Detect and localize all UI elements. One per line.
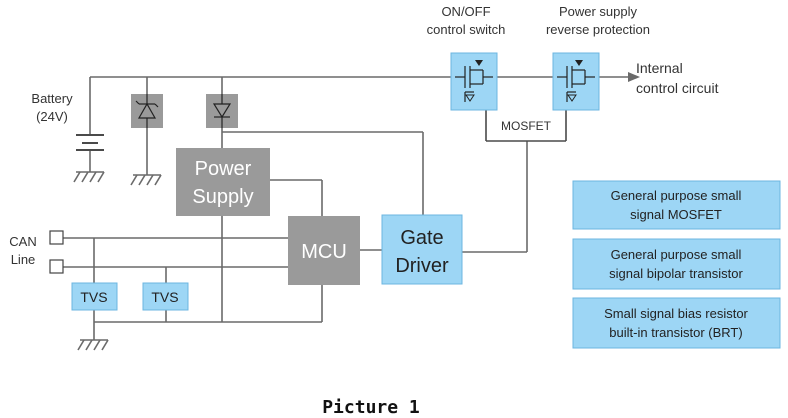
legend-item-line1: General purpose small	[611, 188, 742, 203]
arrow-right-icon	[628, 72, 640, 82]
battery-voltage-label: (24V)	[36, 109, 68, 124]
tvs-block-2	[142, 282, 189, 311]
tvs-label-2: TVS	[151, 289, 178, 305]
mosfet-label: MOSFET	[501, 119, 552, 133]
reverse-protection-mosfet-icon	[552, 52, 600, 111]
legend-item-line2: signal bipolar transistor	[609, 266, 743, 281]
can-label-line1: CAN	[9, 234, 36, 249]
mcu-label: MCU	[301, 241, 347, 263]
legend-item-line2: built-in transistor (BRT)	[609, 325, 742, 340]
legend-item-line2: signal MOSFET	[630, 207, 722, 222]
figure-caption: Picture 1	[322, 397, 420, 418]
reverse-label-line2: reverse protection	[546, 22, 650, 37]
reverse-label-line1: Power supply	[559, 4, 638, 19]
ground-symbol	[130, 174, 162, 186]
power-supply-label-line1: Power	[195, 158, 252, 180]
gate-driver-label-line1: Gate	[400, 227, 443, 249]
onoff-label-line2: control switch	[427, 22, 506, 37]
zener-diode-icon	[131, 94, 163, 128]
diode-icon	[206, 94, 238, 128]
gate-driver-block	[381, 214, 463, 285]
internal-label-line2: control circuit	[636, 80, 719, 96]
ground-symbol	[77, 339, 109, 351]
onoff-mosfet-icon	[450, 52, 498, 111]
onoff-label-line1: ON/OFF	[441, 4, 490, 19]
can-terminal-high	[49, 230, 64, 245]
wiring	[63, 76, 628, 340]
tvs-label-1: TVS	[80, 289, 107, 305]
battery-symbol	[76, 134, 104, 151]
legend-item: General purpose small signal bipolar tra…	[572, 238, 781, 290]
tvs-block-1	[71, 282, 118, 311]
gate-driver-label-line2: Driver	[395, 255, 449, 277]
legend-item-line1: General purpose small	[611, 247, 742, 262]
ground-symbol	[73, 171, 105, 183]
mcu-block	[288, 216, 360, 285]
can-terminal-low	[49, 259, 64, 274]
legend-item-line1: Small signal bias resistor	[604, 306, 748, 321]
can-label-line2: Line	[11, 252, 36, 267]
power-supply-block	[176, 148, 270, 216]
legend-item: General purpose small signal MOSFET	[572, 180, 781, 230]
power-supply-label-line2: Supply	[192, 186, 253, 208]
internal-label-line1: Internal	[636, 60, 683, 76]
mosfet-label-box	[496, 114, 556, 136]
battery-label: Battery	[31, 91, 73, 106]
legend-item: Small signal bias resistor built-in tran…	[572, 297, 781, 349]
legend: General purpose small signal MOSFET Gene…	[572, 180, 781, 349]
